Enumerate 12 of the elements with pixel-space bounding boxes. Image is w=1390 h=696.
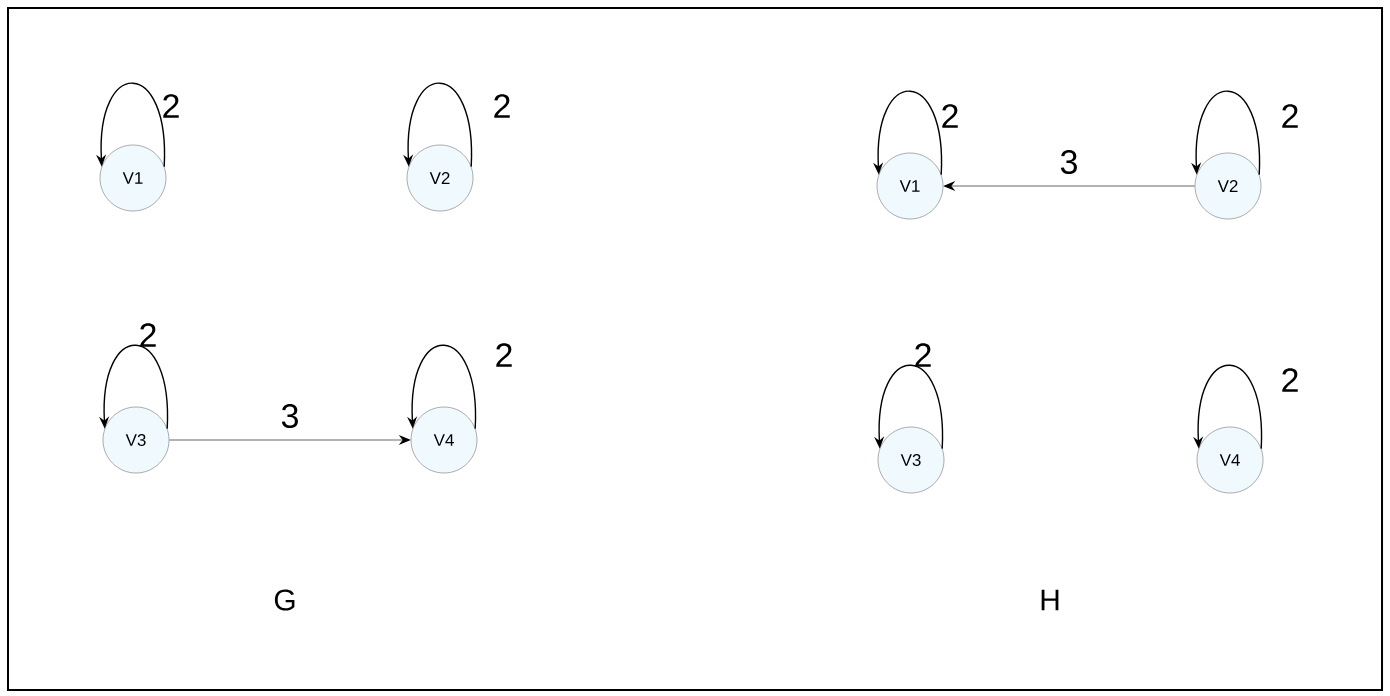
graph-label: G <box>274 589 295 611</box>
edge-label: 2 <box>494 94 510 118</box>
graph-label: H <box>1041 589 1059 611</box>
edge-label: 2 <box>915 343 931 367</box>
edge-label: 2 <box>1282 104 1298 128</box>
edge-label: 3 <box>1060 150 1077 174</box>
edge-label: 2 <box>1282 368 1298 392</box>
edge-label: 2 <box>496 343 512 367</box>
edge-label: 3 <box>281 404 298 428</box>
edge-label: 2 <box>942 104 958 128</box>
edge-label: 2 <box>140 323 156 347</box>
edge-label: 2 <box>163 94 179 118</box>
